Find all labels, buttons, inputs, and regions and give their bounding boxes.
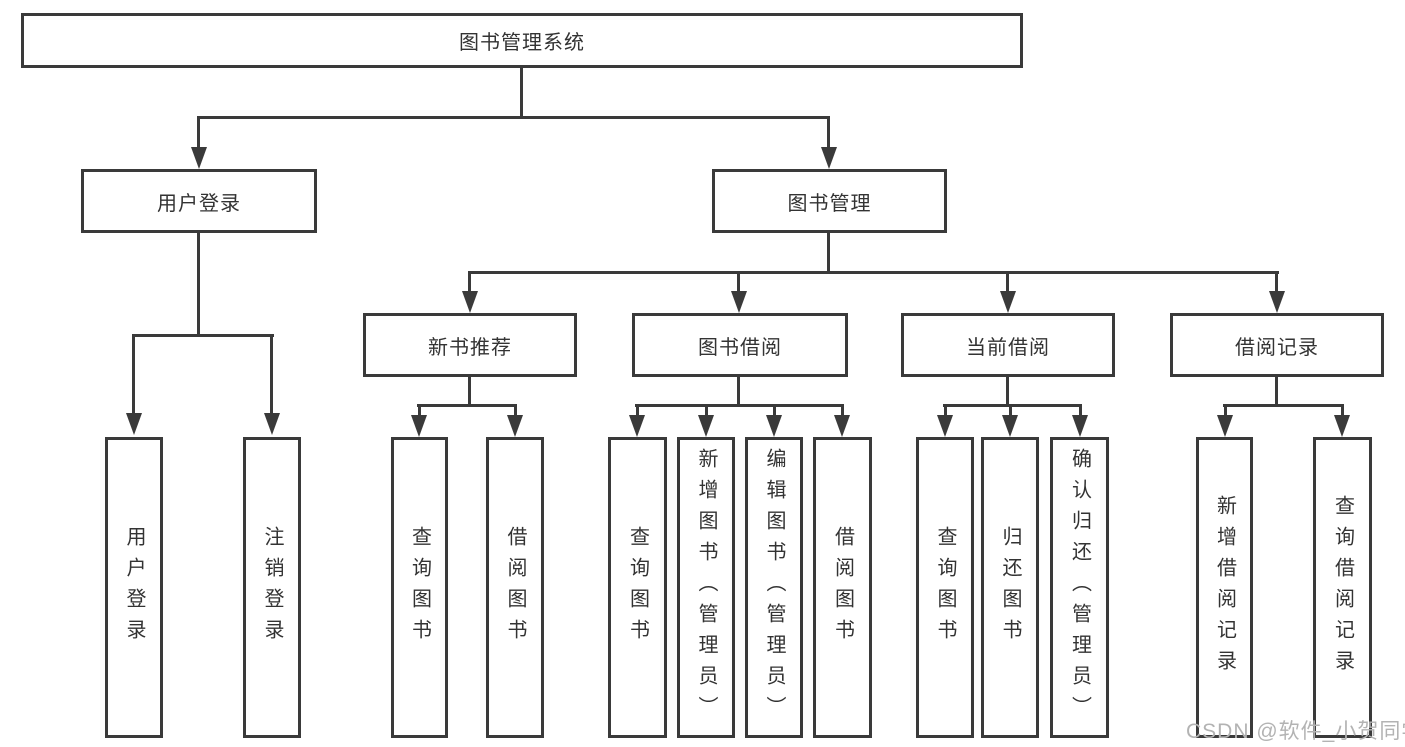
connector-br-down <box>1275 377 1278 406</box>
arrowhead-leaf-logout-icon <box>264 413 280 435</box>
node-borrow-record-label: 借阅记录 <box>1235 336 1319 359</box>
arrowhead-nbr-leaf2-icon <box>507 415 523 437</box>
connector-nbr-leaf1-stem <box>418 404 421 416</box>
leaf-cb-confirm-return-admin: 确认归还（管理员） <box>1050 437 1109 738</box>
leaf-bb-add-book-admin: 新增图书（管理员） <box>677 437 735 738</box>
connector-leaf-logout-stem <box>270 334 273 415</box>
arrowhead-br-leaf1-icon <box>1217 415 1233 437</box>
connector-user-login-down <box>197 233 200 336</box>
leaf-nbr-query-book-label: 查询图书 <box>408 525 431 650</box>
connector-nbr-down <box>468 377 471 406</box>
connector-user-login-rail <box>132 334 274 337</box>
leaf-bb-borrow-book-label: 借阅图书 <box>831 525 854 650</box>
leaf-br-query-record-label: 查询借阅记录 <box>1331 494 1354 681</box>
leaf-user-login: 用户登录 <box>105 437 163 738</box>
arrowhead-bb-leaf1-icon <box>629 415 645 437</box>
arrowhead-bb-leaf3-icon <box>766 415 782 437</box>
node-user-login-label: 用户登录 <box>157 192 241 215</box>
arrowhead-bb-leaf4-icon <box>834 415 850 437</box>
leaf-bb-edit-book-admin-label: 编辑图书（管理员） <box>763 448 785 727</box>
connector-nbr-stem <box>468 271 471 293</box>
connector-book-management-down <box>827 233 830 273</box>
leaf-bb-add-book-admin-label: 新增图书（管理员） <box>695 448 717 727</box>
leaf-bb-borrow-book: 借阅图书 <box>813 437 872 738</box>
arrowhead-book-management-icon <box>821 147 837 169</box>
connector-root-stem <box>520 68 523 118</box>
arrowhead-nbr-leaf1-icon <box>411 415 427 437</box>
connector-bb-leaf1-stem <box>636 404 639 416</box>
connector-br-stem <box>1275 271 1278 293</box>
connector-br-leaf1-stem <box>1224 404 1227 416</box>
arrowhead-br-leaf2-icon <box>1334 415 1350 437</box>
leaf-bb-edit-book-admin: 编辑图书（管理员） <box>745 437 803 738</box>
node-root: 图书管理系统 <box>21 13 1023 68</box>
node-borrow-record: 借阅记录 <box>1170 313 1384 377</box>
node-new-book-recommend: 新书推荐 <box>363 313 577 377</box>
csdn-watermark: CSDN @软件_小贺同学 <box>1186 720 1405 743</box>
node-book-borrow-label: 图书借阅 <box>698 336 782 359</box>
connector-cb-leaf2-stem <box>1009 404 1012 416</box>
connector-bb-down <box>737 377 740 406</box>
connector-bb-rail <box>635 404 844 407</box>
node-book-management-label: 图书管理 <box>787 192 872 215</box>
leaf-br-add-record-label: 新增借阅记录 <box>1213 494 1236 681</box>
connector-level2-rail <box>197 116 830 119</box>
node-new-book-recommend-label: 新书推荐 <box>428 336 512 359</box>
arrowhead-cb-leaf1-icon <box>937 415 953 437</box>
connector-cb-down <box>1006 377 1009 406</box>
leaf-cb-query-book: 查询图书 <box>916 437 974 738</box>
node-current-borrow: 当前借阅 <box>901 313 1115 377</box>
leaf-bb-query-book: 查询图书 <box>608 437 667 738</box>
leaf-br-query-record: 查询借阅记录 <box>1313 437 1372 738</box>
node-root-label: 图书管理系统 <box>459 32 585 54</box>
connector-bb-stem <box>737 271 740 293</box>
arrowhead-cb-leaf2-icon <box>1002 415 1018 437</box>
leaf-cb-return-book-label: 归还图书 <box>999 525 1021 650</box>
connector-cb-leaf3-stem <box>1079 404 1082 416</box>
connector-nbr-rail <box>417 404 517 407</box>
connector-br-rail <box>1223 404 1344 407</box>
arrowhead-user-login-icon <box>191 147 207 169</box>
arrowhead-cb-leaf3-icon <box>1072 415 1088 437</box>
connector-bb-leaf3-stem <box>773 404 776 416</box>
node-current-borrow-label: 当前借阅 <box>966 336 1050 359</box>
node-book-borrow: 图书借阅 <box>632 313 848 377</box>
leaf-cb-return-book: 归还图书 <box>981 437 1039 738</box>
leaf-logout-label: 注销登录 <box>261 525 283 650</box>
connector-nbr-leaf2-stem <box>514 404 517 416</box>
connector-user-login-stem <box>197 116 200 149</box>
leaf-cb-confirm-return-admin-label: 确认归还（管理员） <box>1068 448 1091 727</box>
connector-cb-leaf1-stem <box>944 404 947 416</box>
arrowhead-bb-leaf2-icon <box>698 415 714 437</box>
node-book-management: 图书管理 <box>712 169 947 233</box>
leaf-nbr-borrow-book: 借阅图书 <box>486 437 544 738</box>
arrowhead-leaf-user-login-icon <box>126 413 142 435</box>
connector-cb-rail <box>943 404 1082 407</box>
arrowhead-br-icon <box>1269 291 1285 313</box>
leaf-logout: 注销登录 <box>243 437 301 738</box>
connector-book-management-stem <box>827 116 830 149</box>
arrowhead-bb-icon <box>731 291 747 313</box>
connector-level3-rail <box>468 271 1279 274</box>
leaf-nbr-query-book: 查询图书 <box>391 437 448 738</box>
connector-br-leaf2-stem <box>1341 404 1344 416</box>
leaf-user-login-label: 用户登录 <box>123 525 145 650</box>
leaf-br-add-record: 新增借阅记录 <box>1196 437 1253 738</box>
connector-bb-leaf2-stem <box>705 404 708 416</box>
node-user-login: 用户登录 <box>81 169 317 233</box>
leaf-bb-query-book-label: 查询图书 <box>626 525 649 650</box>
connector-leaf-user-login-stem <box>132 334 135 415</box>
leaf-nbr-borrow-book-label: 借阅图书 <box>504 525 526 650</box>
connector-bb-leaf4-stem <box>841 404 844 416</box>
arrowhead-cb-icon <box>1000 291 1016 313</box>
leaf-cb-query-book-label: 查询图书 <box>934 525 956 650</box>
arrowhead-nbr-icon <box>462 291 478 313</box>
connector-cb-stem <box>1006 271 1009 293</box>
